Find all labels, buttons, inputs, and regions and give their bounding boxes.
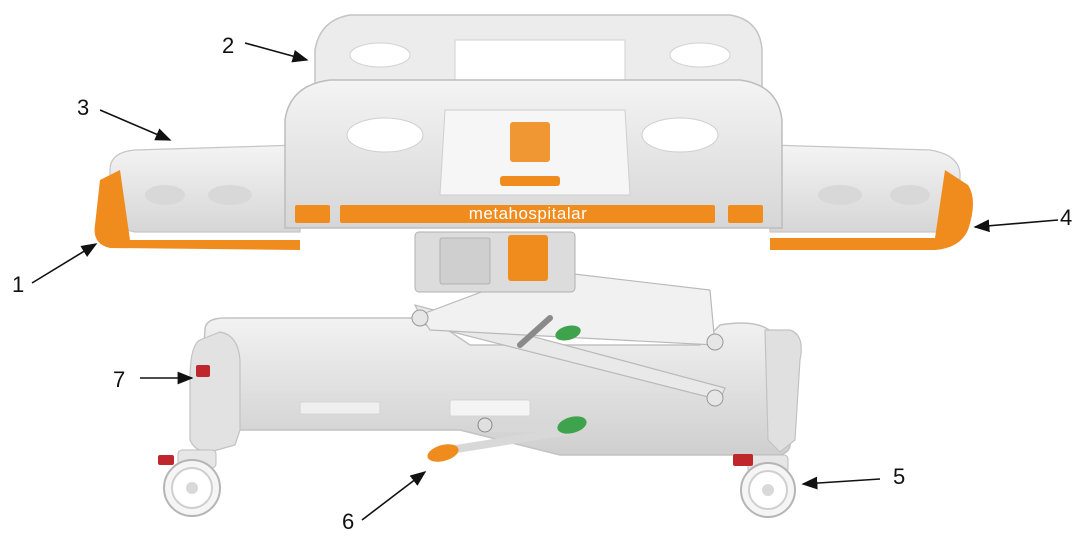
callout-label-3: 3 [77, 95, 89, 120]
callout-arrow-5 [801, 476, 881, 490]
casters [158, 449, 796, 518]
push-handle-left [94, 170, 300, 250]
pedals [196, 325, 587, 462]
callout-label-4: 4 [1060, 205, 1072, 230]
callout-arrow-6 [361, 471, 427, 521]
callout-arrow-4 [973, 219, 1059, 233]
caster-left [158, 449, 221, 517]
callout-label-7: 7 [113, 367, 125, 392]
push-handle-right [770, 170, 973, 250]
upper-steer-pedal [555, 325, 581, 341]
rail-release-handle [500, 176, 560, 186]
callouts: 1 2 3 4 5 6 7 [12, 33, 1072, 534]
steer-pedal [557, 416, 587, 434]
callout-label-5: 5 [893, 464, 905, 489]
callout-label-6: 6 [342, 509, 354, 534]
lift-handle [508, 235, 548, 281]
brake-pedal-rear [196, 365, 210, 377]
base-frame [189, 317, 802, 456]
caster-right [733, 454, 796, 518]
callout-arrow-3 [99, 109, 172, 141]
callout-label-2: 2 [222, 33, 234, 58]
callout-arrow-2 [244, 42, 309, 63]
front-side-rail: metahospitalar [284, 79, 783, 229]
height-pedal [427, 444, 459, 462]
callout-label-1: 1 [12, 272, 24, 297]
brand-strip [340, 205, 715, 223]
mattress-platform [94, 144, 973, 250]
scissor-lift [411, 231, 726, 407]
brand-name: metahospitalar [469, 204, 588, 223]
callout-arrow-1 [31, 243, 98, 284]
